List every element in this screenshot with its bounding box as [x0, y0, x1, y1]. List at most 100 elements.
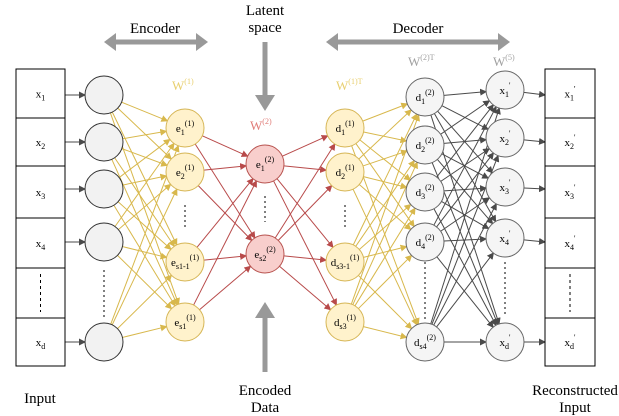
output-node-label: x4'	[500, 229, 512, 247]
input-cell-label: x2	[36, 137, 46, 151]
decoder-layer2-node-label: d3(2)	[416, 183, 435, 201]
output-edge	[437, 159, 494, 225]
encoder-hidden-node-label: es1-1(1)	[171, 253, 199, 271]
output-edge	[436, 152, 495, 228]
weight-w2-label: W(2)	[250, 117, 272, 133]
output-node-label: xd'	[500, 333, 512, 351]
input-node	[84, 169, 124, 209]
decoder-edge	[363, 131, 408, 144]
latent-edge	[196, 177, 254, 248]
decoder-edge	[362, 149, 408, 167]
encoder-edge	[117, 107, 172, 160]
output-edge	[433, 113, 497, 223]
decoder-hidden-node-label: ds3-1(1)	[331, 253, 360, 271]
decoder-hidden-node-label: d2(1)	[336, 163, 355, 181]
encoder-edge	[117, 274, 173, 330]
encoder-edge	[114, 157, 175, 248]
encoder-edge	[114, 142, 175, 227]
decoder-hidden-node	[325, 108, 365, 148]
latent-edge	[277, 184, 333, 241]
encoder-edge	[118, 138, 171, 178]
input-node	[84, 222, 124, 262]
decoder-edge	[355, 159, 415, 247]
decoder-label: Decoder	[393, 21, 444, 37]
connection-edges	[65, 88, 546, 346]
input-label: Input	[24, 391, 56, 407]
encoder-hidden-node-label: es1(1)	[174, 313, 196, 331]
decoder-edge	[354, 207, 416, 307]
reconstructed-label-line1: Reconstructed	[532, 383, 618, 399]
decoder-edge	[359, 139, 411, 181]
latent-edge	[282, 135, 329, 157]
input-node	[84, 122, 124, 162]
decoder-layer2-node	[405, 77, 445, 117]
encoder-edge	[117, 254, 173, 310]
decoder-edge	[358, 109, 412, 160]
encoded-label-line2: Data	[251, 400, 280, 416]
latent-edge	[202, 135, 249, 157]
input-cell-label: xd	[36, 337, 46, 351]
latent-edge	[203, 253, 248, 261]
latent-edge	[199, 265, 252, 311]
latent-edge	[193, 180, 257, 306]
decoder-hidden-node-label: ds3(1)	[334, 313, 356, 331]
node-to-output-edge	[523, 185, 546, 193]
latent-node	[245, 234, 285, 274]
output-node-label: x1'	[500, 81, 512, 99]
latent-label-line1: Latent	[246, 3, 285, 19]
decoder-layer2-node	[405, 322, 445, 362]
encoder-edge	[121, 101, 169, 122]
output-edge	[436, 104, 494, 178]
output-cell-label: x3'	[565, 183, 577, 201]
encoder-edge	[111, 111, 178, 246]
weight-w2t-label: W(2)T	[408, 53, 435, 69]
decoder-layer2-node	[405, 172, 445, 212]
encoder-hidden-node-label: e1(1)	[176, 119, 195, 137]
decoder-edge	[363, 244, 408, 258]
encoder-hidden-node	[165, 152, 205, 192]
encoder-span-arrow	[104, 33, 208, 51]
weight-w1-label: W(1)	[172, 77, 194, 93]
weight-w5-label: W(5)	[493, 53, 515, 69]
encoder-edge	[121, 148, 169, 167]
node-to-output-edge	[523, 90, 546, 98]
decoder-layer2-node-label: d2(2)	[416, 136, 435, 154]
encoded-label-line1: Encoded	[239, 383, 292, 399]
output-cell-label: xd'	[565, 333, 577, 351]
input-node	[84, 75, 124, 115]
encoded-data-arrow	[255, 302, 275, 372]
input-cell-label: x3	[36, 187, 46, 201]
output-node	[485, 70, 525, 110]
latent-edge	[273, 180, 337, 306]
encoder-edge	[122, 128, 168, 140]
output-edge	[433, 202, 497, 326]
decoder-layer2-node	[405, 125, 445, 165]
latent-node-label: e1(2)	[256, 155, 275, 173]
latent-node-label: es2(2)	[254, 245, 276, 263]
encoder-edge	[122, 246, 168, 260]
encoder-edge	[122, 324, 168, 338]
output-node	[485, 118, 525, 158]
decoder-layer2-node-label: d4(2)	[416, 233, 435, 251]
latent-label-line2: space	[248, 20, 282, 36]
ellipsis-markers	[103, 196, 506, 322]
output-cell-label: x2'	[565, 133, 577, 151]
decoder-layer2-node-label: d1(2)	[416, 88, 435, 106]
output-cell-label: x1'	[565, 85, 577, 103]
output-edge	[433, 208, 497, 327]
latent-node	[245, 144, 285, 184]
encoder-hidden-node	[165, 242, 205, 282]
output-node-label: x2'	[500, 129, 512, 147]
weight-w1t-label: W(1)T	[336, 77, 363, 93]
input-node	[84, 322, 124, 362]
decoder-edge	[352, 113, 418, 246]
encoder-hidden-node	[165, 108, 205, 148]
decoder-edge	[358, 184, 412, 231]
decoder-span-arrow	[326, 33, 510, 51]
decoder-edge	[358, 203, 412, 250]
reconstructed-label-line2: Input	[559, 400, 591, 416]
output-cell-label: x4'	[565, 234, 577, 252]
encoder-hidden-node	[165, 302, 205, 342]
encoder-edge	[113, 204, 176, 307]
